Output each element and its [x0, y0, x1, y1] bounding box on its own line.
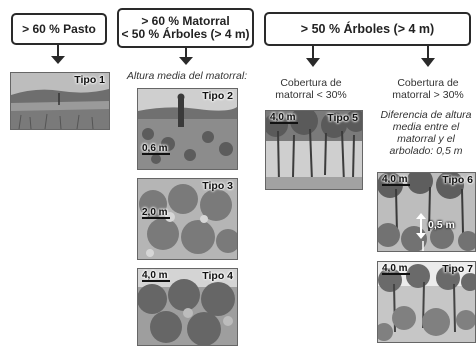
caption-cobertura-mayor-line1: Cobertura de	[397, 77, 459, 89]
header-pasto-text: > 60 % Pasto	[22, 21, 96, 36]
tipo-6-diff-label: 0,5 m	[428, 219, 455, 231]
tipo-2-scale-text: 0,6 m	[142, 143, 168, 154]
arrow-matorral-icon	[179, 48, 193, 65]
tipo-4-label: Tipo 4	[202, 270, 233, 282]
header-pasto: > 60 % Pasto	[11, 13, 107, 45]
low-shrub-icon	[138, 89, 237, 169]
tipo-3-scale-bar	[142, 217, 170, 219]
photo-tipo-6: Tipo 6 4,0 m 0,5 m	[377, 172, 476, 252]
tipo-2-label: Tipo 2	[202, 90, 233, 102]
tipo-5-label: Tipo 5	[327, 112, 358, 124]
open-forest-icon	[266, 111, 362, 189]
photo-tipo-1: Tipo 1	[10, 72, 110, 130]
photo-tipo-7: Tipo 7 4,0 m	[377, 261, 476, 343]
caption-cobertura-mayor-line2: matorral > 30%	[392, 89, 464, 101]
caption-diferencia-line2: media entre el	[392, 121, 460, 133]
tipo-5-scale-text: 4,0 m	[270, 112, 296, 123]
tipo-6-scale: 4,0 m	[382, 174, 410, 186]
tipo-2-scale: 0,6 m	[142, 143, 170, 155]
header-arboles-text: > 50 % Árboles (> 4 m)	[300, 21, 435, 36]
tipo-4-scale-text: 4,0 m	[142, 270, 168, 281]
photo-tipo-5: Tipo 5 4,0 m	[265, 110, 363, 190]
tipo-3-scale-text: 2,0 m	[142, 207, 168, 218]
tipo-7-scale-text: 4,0 m	[382, 263, 408, 274]
tipo-3-scale: 2,0 m	[142, 207, 170, 219]
caption-cobertura-menor-line1: Cobertura de	[280, 77, 342, 89]
tipo-3-label: Tipo 3	[202, 180, 233, 192]
tipo-7-label: Tipo 7	[442, 263, 473, 275]
tall-shrub-icon	[138, 179, 237, 259]
caption-cobertura-menor: Cobertura de matorral < 30%	[268, 77, 354, 101]
arrow-arboles-right-icon	[421, 46, 435, 67]
arrow-arboles-left-icon	[306, 46, 320, 67]
caption-cobertura-menor-line2: matorral < 30%	[275, 89, 347, 101]
caption-diferencia-line3: matorral y el	[397, 133, 455, 145]
photo-tipo-2: Tipo 2 0,6 m	[137, 88, 238, 170]
caption-altura-media: Altura media del matorral:	[116, 70, 258, 82]
tipo-6-scale-text: 4,0 m	[382, 174, 408, 185]
tipo-5-scale: 4,0 m	[270, 112, 298, 124]
tipo-4-scale: 4,0 m	[142, 270, 170, 282]
tipo-7-scale-bar	[382, 273, 410, 275]
photo-tipo-3: Tipo 3 2,0 m	[137, 178, 238, 260]
tipo-5-scale-bar	[270, 122, 298, 124]
header-matorral-line1: > 60 % Matorral	[141, 14, 230, 28]
tipo-2-scale-bar	[142, 153, 170, 155]
caption-diferencia-line4: arbolado: 0,5 m	[389, 145, 463, 157]
tipo-7-scale: 4,0 m	[382, 263, 410, 275]
header-matorral: > 60 % Matorral < 50 % Árboles (> 4 m)	[117, 8, 254, 48]
photo-tipo-4: Tipo 4 4,0 m	[137, 268, 238, 346]
tipo-1-label: Tipo 1	[74, 74, 105, 86]
header-matorral-line2: < 50 % Árboles (> 4 m)	[121, 27, 250, 41]
forest-with-shrub-icon	[378, 173, 475, 251]
header-arboles: > 50 % Árboles (> 4 m)	[264, 12, 471, 46]
tipo-6-label: Tipo 6	[442, 174, 473, 186]
caption-diferencia-altura: Diferencia de altura media entre el mato…	[376, 109, 476, 157]
arrow-pasto-icon	[51, 45, 65, 64]
caption-diferencia-line1: Diferencia de altura	[380, 109, 472, 121]
caption-altura-media-text: Altura media del matorral:	[126, 70, 248, 82]
tipo-6-scale-bar	[382, 184, 410, 186]
height-diff-arrow-icon	[416, 213, 426, 239]
pasture-landscape-icon	[11, 73, 109, 129]
tipo-4-scale-bar	[142, 280, 170, 282]
caption-cobertura-mayor: Cobertura de matorral > 30%	[380, 77, 476, 101]
